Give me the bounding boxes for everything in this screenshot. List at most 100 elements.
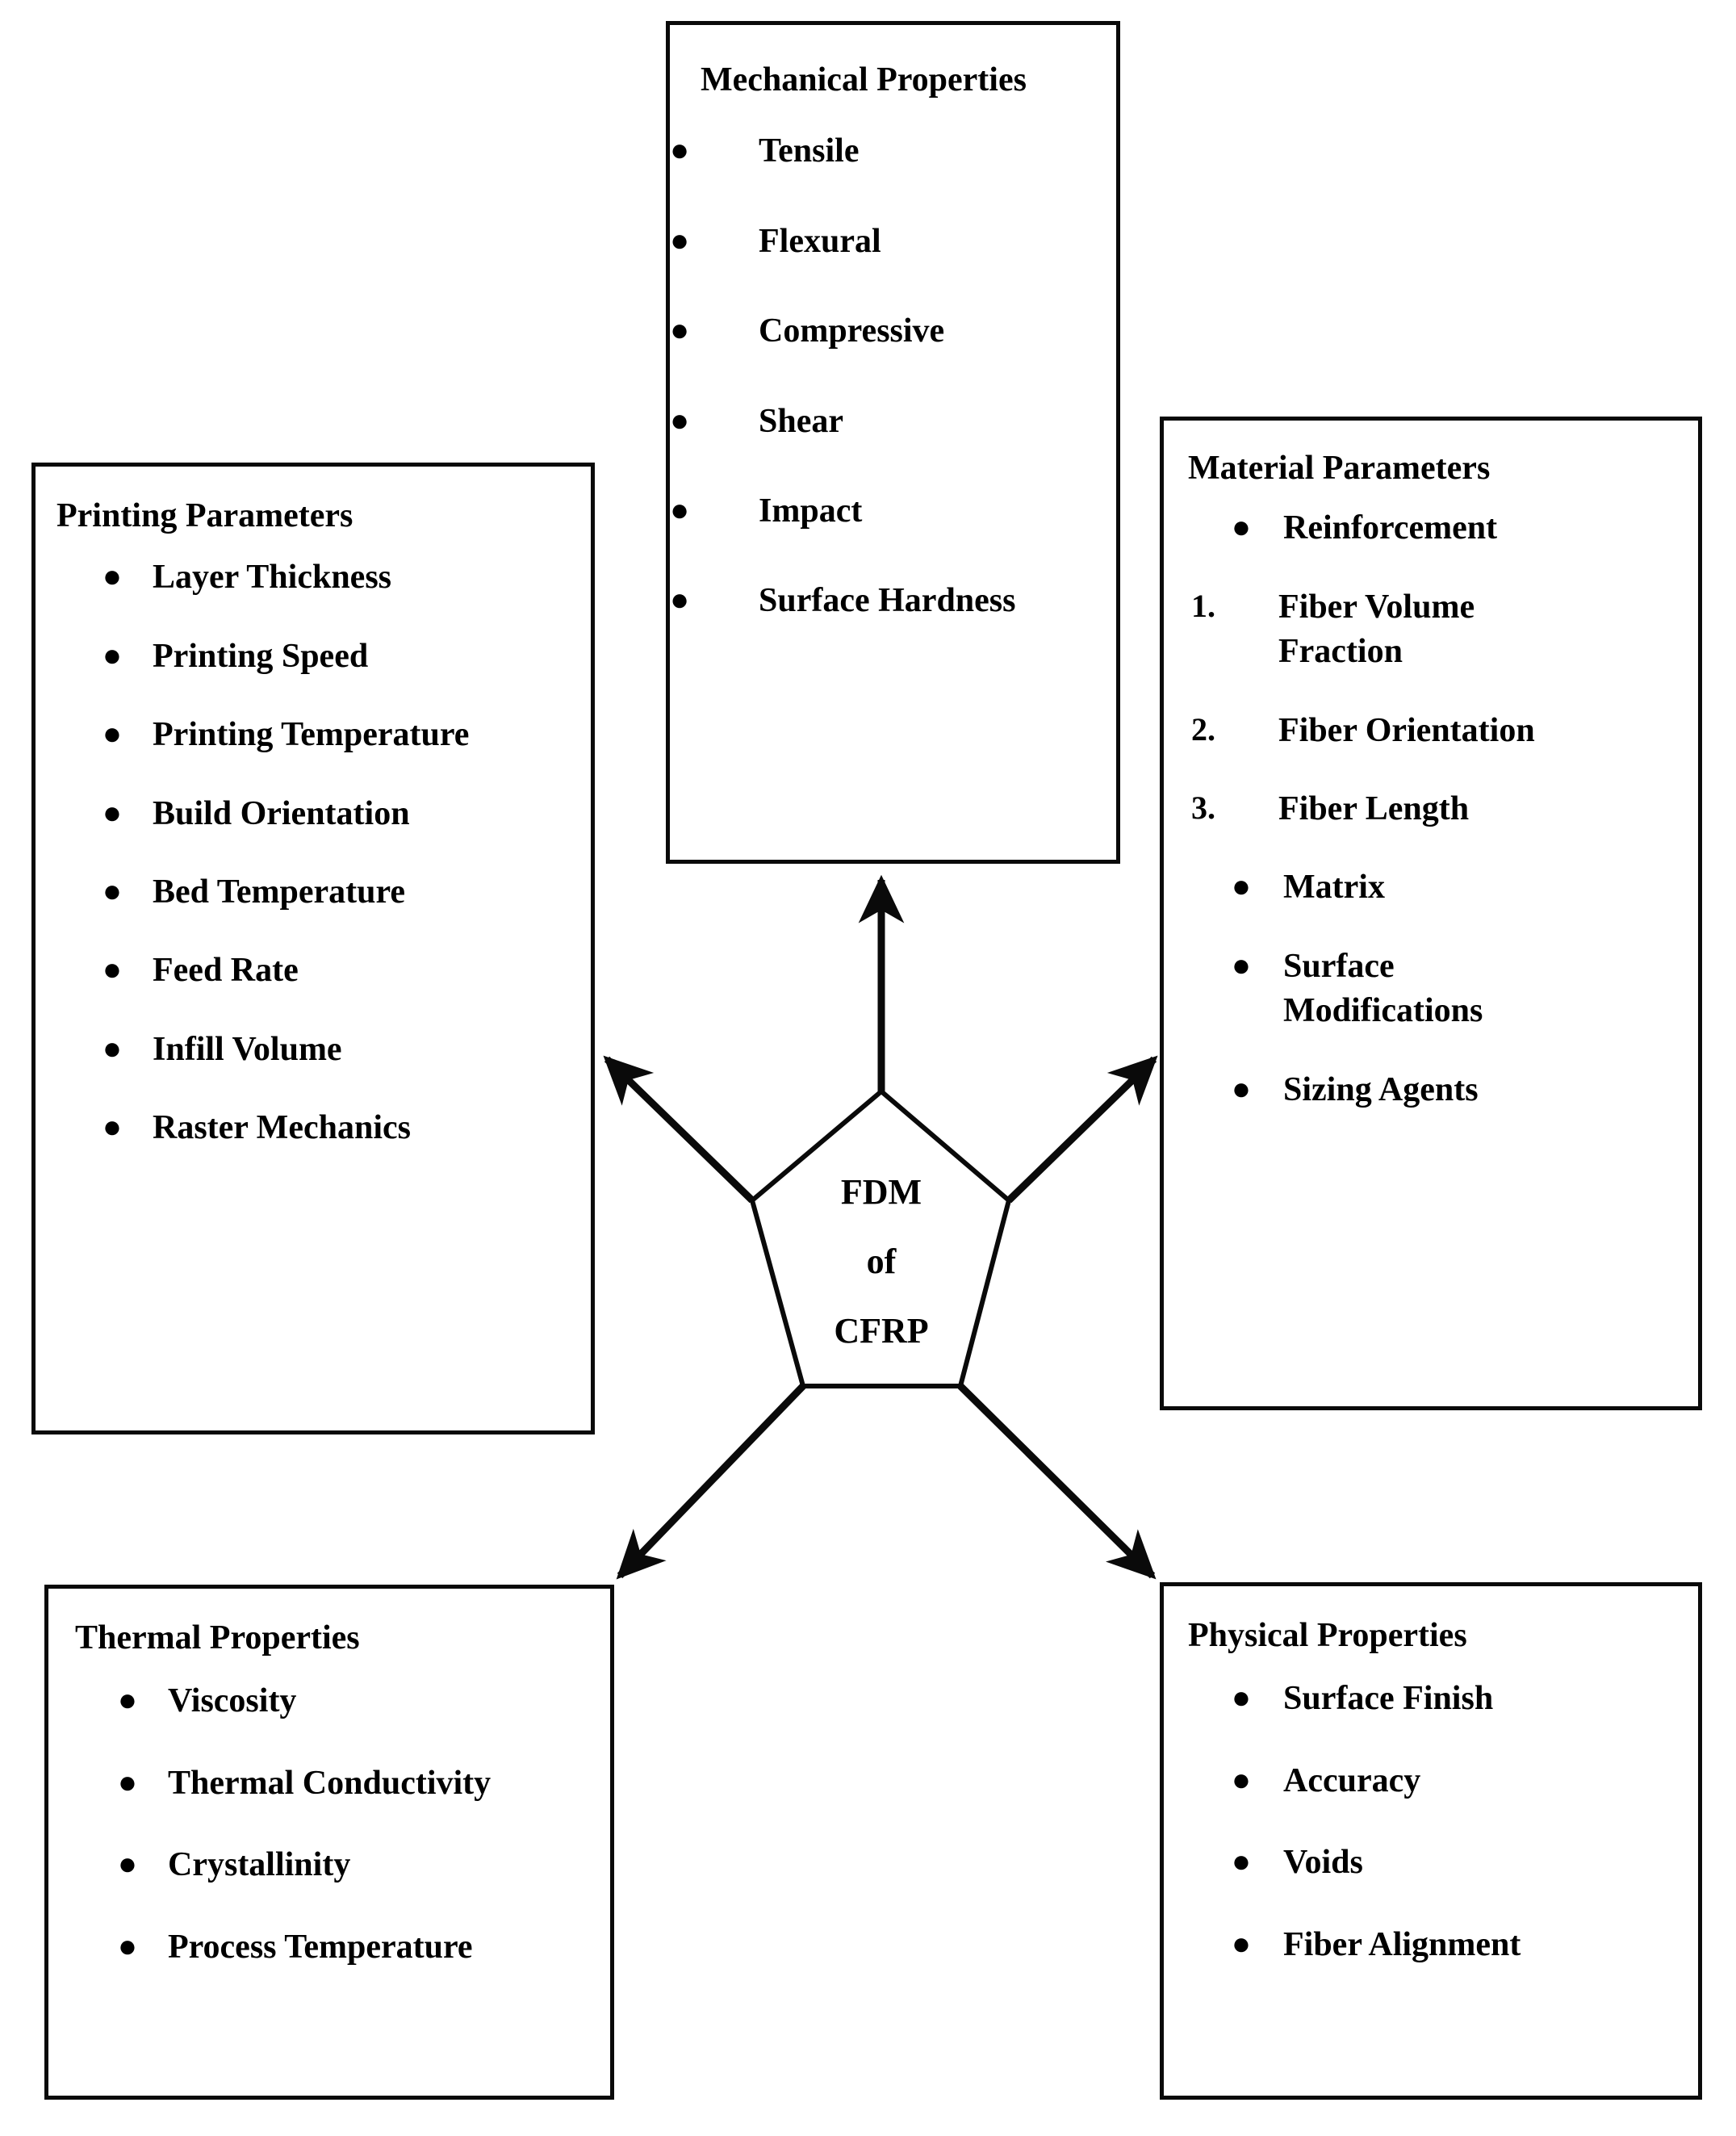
item-label: Shear bbox=[759, 402, 843, 440]
list-item[interactable]: ● Printing Speed bbox=[36, 635, 591, 679]
list-item[interactable]: ● Compressive bbox=[670, 309, 1116, 354]
list-item[interactable]: ● Tensile bbox=[670, 129, 1116, 174]
bullet-icon: ● bbox=[1231, 868, 1251, 905]
item-label: Fiber Length bbox=[1278, 789, 1470, 827]
bullet-icon: ● bbox=[102, 715, 122, 752]
list-item[interactable]: ● Surface Modifications bbox=[1164, 944, 1698, 1034]
item-label: Raster Mechanics bbox=[153, 1109, 411, 1147]
list-number: 3. bbox=[1191, 789, 1215, 826]
list-item[interactable]: ● Surface Hardness bbox=[670, 579, 1116, 623]
item-label: Feed Rate bbox=[153, 952, 299, 990]
list-item[interactable]: ● Feed Rate bbox=[36, 949, 591, 993]
box-material-parameters[interactable]: Material Parameters ● Reinforcement 1. F… bbox=[1160, 417, 1702, 1410]
item-label: Tensile bbox=[759, 132, 860, 170]
item-label: Compressive bbox=[759, 312, 945, 350]
item-label: Thermal Conductivity bbox=[168, 1764, 492, 1802]
bullet-icon: ● bbox=[1231, 1924, 1251, 1962]
list-item[interactable]: ● Raster Mechanics bbox=[36, 1106, 591, 1150]
item-label: Infill Volume bbox=[153, 1030, 342, 1068]
item-label: Reinforcement bbox=[1283, 509, 1498, 547]
box-title-physical: Physical Properties bbox=[1188, 1617, 1467, 1654]
list-item[interactable]: ● Fiber Alignment bbox=[1164, 1923, 1698, 1967]
list-printing: ● Layer Thickness ● Printing Speed ● Pri… bbox=[36, 555, 591, 1151]
box-physical-properties[interactable]: Physical Properties ● Surface Finish ● A… bbox=[1160, 1582, 1702, 2100]
bullet-icon: ● bbox=[117, 1763, 137, 1800]
center-pentagon-label: FDM of CFRP bbox=[801, 1175, 962, 1349]
box-title-printing: Printing Parameters bbox=[56, 497, 353, 534]
list-item[interactable]: ● Voids bbox=[1164, 1841, 1698, 1885]
connector-to-physical bbox=[957, 1383, 1157, 1580]
center-line-2: of bbox=[866, 1242, 897, 1281]
item-label: Process Temperature bbox=[168, 1928, 473, 1966]
box-printing-parameters[interactable]: Printing Parameters ● Layer Thickness ● … bbox=[31, 463, 595, 1434]
bullet-icon: ● bbox=[1231, 1761, 1251, 1798]
item-label: Surface Modifications bbox=[1283, 947, 1483, 1030]
list-material: ● Reinforcement 1. Fiber Volume Fraction… bbox=[1164, 506, 1698, 1112]
list-thermal: ● Viscosity ● Thermal Conductivity ● Cry… bbox=[48, 1679, 610, 1970]
item-label: Surface Hardness bbox=[759, 582, 1016, 620]
bullet-icon: ● bbox=[1231, 946, 1251, 983]
bullet-icon: ● bbox=[1231, 1679, 1251, 1716]
item-label: Voids bbox=[1283, 1844, 1363, 1882]
item-label: Viscosity bbox=[168, 1682, 297, 1720]
list-item[interactable]: ● Impact bbox=[670, 489, 1116, 534]
box-title-material: Material Parameters bbox=[1188, 450, 1491, 487]
item-label: Bed Temperature bbox=[153, 873, 406, 911]
list-item[interactable]: ● Sizing Agents bbox=[1164, 1068, 1698, 1112]
list-item[interactable]: ● Process Temperature bbox=[48, 1925, 610, 1970]
list-item[interactable]: ● Matrix bbox=[1164, 865, 1698, 910]
list-item[interactable]: ● Reinforcement bbox=[1164, 506, 1698, 551]
list-item[interactable]: 2. Fiber Orientation bbox=[1164, 709, 1698, 753]
list-item[interactable]: ● Accuracy bbox=[1164, 1759, 1698, 1803]
bullet-icon: ● bbox=[102, 872, 122, 909]
list-item[interactable]: ● Flexural bbox=[670, 220, 1116, 264]
box-mechanical-properties[interactable]: Mechanical Properties ● Tensile ● Flexur… bbox=[666, 21, 1120, 864]
bullet-icon: ● bbox=[102, 636, 122, 673]
list-item[interactable]: ● Surface Finish bbox=[1164, 1677, 1698, 1721]
connector-to-material bbox=[1006, 1055, 1158, 1204]
list-item[interactable]: ● Viscosity bbox=[48, 1679, 610, 1723]
center-line-1: FDM bbox=[840, 1172, 922, 1212]
bullet-icon: ● bbox=[670, 401, 690, 438]
box-thermal-properties[interactable]: Thermal Properties ● Viscosity ● Thermal… bbox=[44, 1585, 614, 2100]
item-label: Printing Speed bbox=[153, 637, 369, 675]
item-label: Fiber Alignment bbox=[1283, 1925, 1521, 1963]
list-item[interactable]: ● Printing Temperature bbox=[36, 713, 591, 757]
list-item[interactable]: 3. Fiber Length bbox=[1164, 787, 1698, 831]
bullet-icon: ● bbox=[102, 1108, 122, 1145]
bullet-icon: ● bbox=[670, 312, 690, 349]
item-label: Printing Temperature bbox=[153, 716, 470, 754]
item-label: Impact bbox=[759, 492, 863, 530]
list-item[interactable]: ● Shear bbox=[670, 400, 1116, 444]
list-item[interactable]: ● Build Orientation bbox=[36, 792, 591, 836]
list-physical: ● Surface Finish ● Accuracy ● Voids ● Fi… bbox=[1164, 1677, 1698, 1967]
bullet-icon: ● bbox=[102, 951, 122, 988]
item-label: Fiber Orientation bbox=[1278, 711, 1535, 749]
item-label: Sizing Agents bbox=[1283, 1070, 1479, 1108]
bullet-icon: ● bbox=[670, 132, 690, 169]
connector-to-printing bbox=[603, 1055, 755, 1204]
list-item[interactable]: ● Crystallinity bbox=[48, 1843, 610, 1887]
bullet-icon: ● bbox=[117, 1927, 137, 1964]
item-label: Layer Thickness bbox=[153, 559, 392, 597]
list-item[interactable]: ● Layer Thickness bbox=[36, 555, 591, 600]
list-item[interactable]: ● Thermal Conductivity bbox=[48, 1761, 610, 1806]
list-item[interactable]: ● Bed Temperature bbox=[36, 870, 591, 915]
bullet-icon: ● bbox=[1231, 1843, 1251, 1880]
bullet-icon: ● bbox=[102, 558, 122, 595]
bullet-icon: ● bbox=[670, 221, 690, 258]
box-title-thermal: Thermal Properties bbox=[75, 1619, 360, 1656]
item-label: Build Orientation bbox=[153, 794, 410, 832]
bullet-icon: ● bbox=[1231, 1070, 1251, 1107]
list-item[interactable]: ● Infill Volume bbox=[36, 1028, 591, 1072]
list-number: 2. bbox=[1191, 710, 1215, 748]
bullet-icon: ● bbox=[117, 1682, 137, 1719]
item-label: Crystallinity bbox=[168, 1846, 351, 1884]
item-label: Fiber Volume Fraction bbox=[1278, 588, 1475, 671]
box-title-mechanical: Mechanical Properties bbox=[701, 61, 1027, 98]
item-label: Surface Finish bbox=[1283, 1680, 1494, 1718]
list-mechanical: ● Tensile ● Flexural ● Compressive ● She… bbox=[670, 129, 1116, 624]
list-item[interactable]: 1. Fiber Volume Fraction bbox=[1164, 585, 1698, 675]
bullet-icon: ● bbox=[102, 794, 122, 831]
